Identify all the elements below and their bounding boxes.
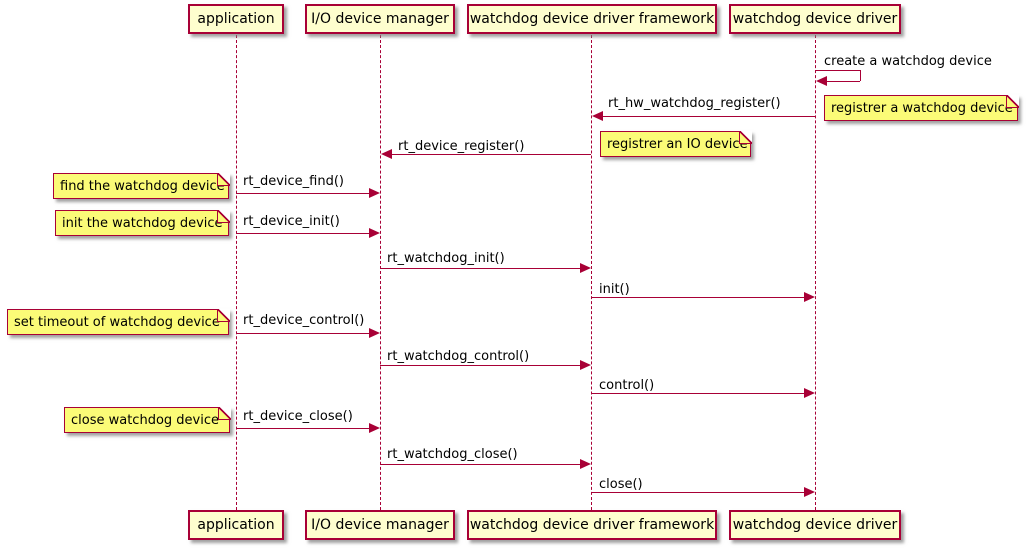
message-label-rt-device-register: rt_device_register() [398,139,525,154]
message-label-rt-device-find: rt_device_find() [243,174,344,189]
note-text: set timeout of watchdog device [14,314,220,330]
arrowhead-left-icon [816,76,827,86]
note-text: registrer an IO device [607,136,748,152]
message-line [380,464,582,465]
note-registrer-watchdog-device: registrer a watchdog device [824,94,1019,121]
message-label-rt-device-control: rt_device_control() [243,313,365,328]
message-line [236,193,371,194]
message-line [236,233,371,234]
arrowhead-right-icon [580,459,591,469]
participant-label: watchdog device driver [732,11,898,27]
arrowhead-right-icon [369,328,380,338]
note-find-watchdog-device: find the watchdog device [53,172,230,199]
arrowhead-right-icon [369,188,380,198]
message-line [236,333,371,334]
message-label-control: control() [599,378,655,393]
lifeline-watchdog-driver [815,35,816,510]
self-message-top-line [815,70,860,71]
message-label-rt-device-close: rt_device_close() [243,409,353,424]
message-label-close: close() [599,477,643,492]
participant-label: watchdog device driver [732,517,898,533]
participant-label: application [197,11,275,27]
message-line [380,268,582,269]
participant-label: I/O device manager [311,11,449,27]
note-text: close watchdog device [71,412,219,428]
note-registrer-io-device: registrer an IO device [600,130,752,157]
lifeline-application [236,35,237,510]
message-label-rt-hw-watchdog-register: rt_hw_watchdog_register() [608,96,781,111]
message-label-create-watchdog-device: create a watchdog device [824,54,992,69]
message-label-rt-watchdog-control: rt_watchdog_control() [387,349,530,364]
arrowhead-left-icon [381,149,392,159]
message-line [591,492,806,493]
arrowhead-left-icon [592,111,603,121]
message-line [591,393,806,394]
participant-label: I/O device manager [311,517,449,533]
participant-bottom-watchdog-framework: watchdog device driver framework [467,510,717,540]
arrowhead-right-icon [580,263,591,273]
participant-top-watchdog-driver: watchdog device driver [729,4,901,34]
arrowhead-right-icon [804,388,815,398]
message-line [591,297,806,298]
self-message-bottom-line [827,81,860,82]
note-set-timeout-watchdog-device: set timeout of watchdog device [7,308,230,335]
message-line [236,428,371,429]
note-close-watchdog-device: close watchdog device [64,406,231,433]
message-label-rt-device-init: rt_device_init() [243,214,340,229]
participant-label: watchdog device driver framework [469,517,715,533]
message-line [391,154,591,155]
message-line [380,365,582,366]
participant-top-application: application [188,4,284,34]
message-label-init: init() [599,282,630,297]
note-text: find the watchdog device [60,178,225,194]
participant-label: application [197,517,275,533]
message-line [602,116,815,117]
participant-bottom-io-device-manager: I/O device manager [305,510,455,540]
lifeline-watchdog-framework [591,35,592,510]
arrowhead-right-icon [369,228,380,238]
participant-label: watchdog device driver framework [469,11,715,27]
self-message-side-line [860,70,861,81]
arrowhead-right-icon [580,360,591,370]
note-text: init the watchdog device [62,215,223,231]
message-label-rt-watchdog-init: rt_watchdog_init() [387,251,505,266]
participant-bottom-watchdog-driver: watchdog device driver [729,510,901,540]
arrowhead-right-icon [804,292,815,302]
participant-top-io-device-manager: I/O device manager [305,4,455,34]
participant-bottom-application: application [188,510,284,540]
participant-top-watchdog-framework: watchdog device driver framework [467,4,717,34]
message-label-rt-watchdog-close: rt_watchdog_close() [387,447,518,462]
note-text: registrer a watchdog device [831,100,1013,116]
arrowhead-right-icon [369,423,380,433]
lifeline-io-device-manager [380,35,381,510]
note-init-watchdog-device: init the watchdog device [55,209,230,236]
arrowhead-right-icon [804,487,815,497]
